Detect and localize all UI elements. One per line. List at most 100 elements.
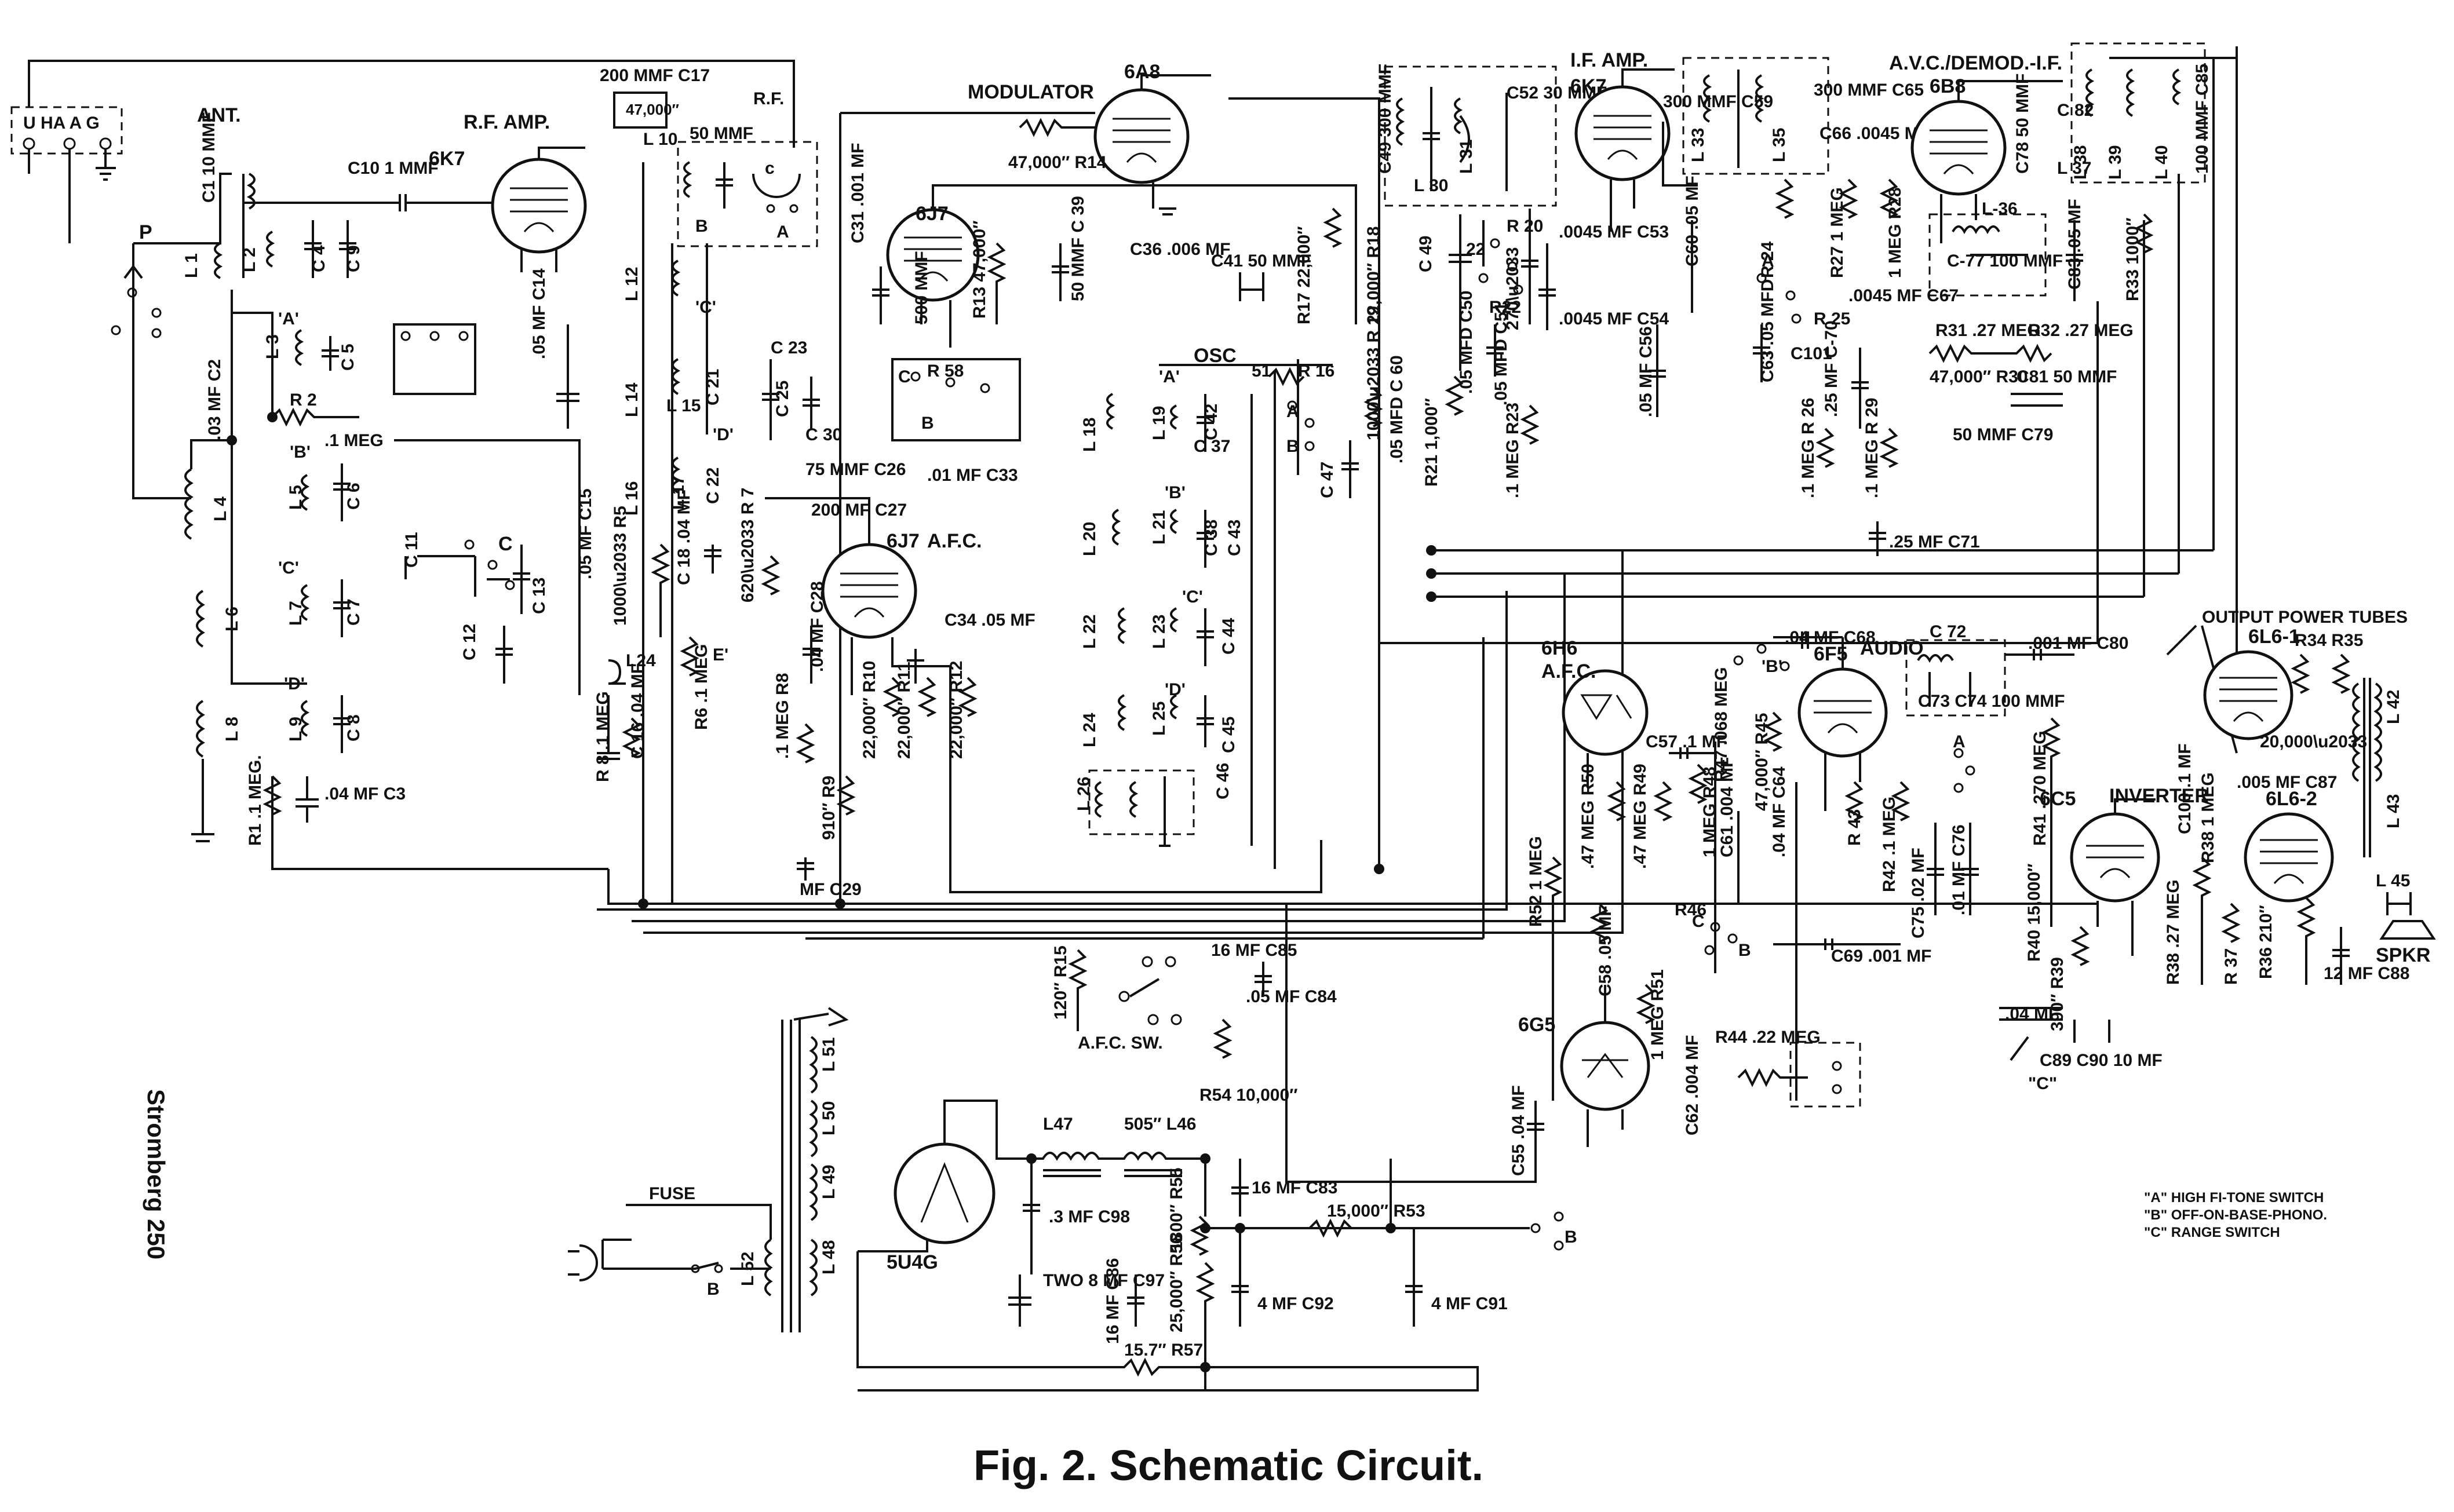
svg-text:R 8 .1 MEG: R 8 .1 MEG: [593, 691, 612, 782]
svg-text:C 42: C 42: [1202, 404, 1221, 440]
c81-label: C81 50 MMF: [2017, 367, 2117, 386]
svg-text:C 4: C 4: [309, 245, 329, 272]
r9-label: 910″ R9: [819, 776, 838, 840]
c78-label: C78 50 MMF: [2013, 74, 2032, 174]
svg-text:R 25: R 25: [1814, 309, 1850, 328]
r18-label: 22,000″ R18: [1364, 227, 1383, 325]
r42-label: R42 .1 MEG: [1880, 797, 1899, 892]
svg-text:L 38: L 38: [2071, 145, 2090, 180]
svg-text:"C": "C": [2028, 1074, 2057, 1093]
r49-label: .47 MEG R49: [1631, 764, 1650, 869]
r45-label: 47,000″ R45: [1752, 713, 1771, 812]
c3-label: .04 MF C3: [324, 784, 406, 804]
r13-label: R13 47,000″: [970, 221, 989, 319]
svg-text:C101: C101: [1791, 344, 1832, 363]
svg-text:C 21: C 21: [703, 369, 723, 406]
c14-label: .05 MF C14: [530, 268, 549, 359]
svg-text:C: C: [498, 533, 513, 555]
osc-coil-bank: OSC 'A' L 19 C 42 C 37 L 18 'B' L 20 L 2…: [1074, 306, 1406, 869]
avc-label: A.V.C./DEMOD.-I.F.: [1889, 52, 2062, 74]
c79-label: 50 MMF C79: [1953, 425, 2053, 444]
svg-text:270\u2033: 270\u2033: [1503, 247, 1522, 330]
r10-label: 22,000″ R10: [860, 661, 879, 759]
svg-text:L 26: L 26: [1074, 777, 1093, 812]
svg-text:L 33: L 33: [1689, 128, 1708, 163]
svg-text:C 6: C 6: [344, 483, 363, 510]
c73-label: C73 C74 100 MMF: [1918, 692, 2065, 711]
l46-label: 505″ L46: [1124, 1115, 1196, 1134]
r17-label: R17 22,000″: [1295, 227, 1314, 325]
afc-switch-section: 120″ R15 A.F.C. SW. 16 MF C85 .05 MF C84…: [1051, 904, 1337, 1183]
ant-label: ANT.: [197, 104, 241, 126]
svg-text:C 46: C 46: [1213, 763, 1233, 799]
out1-type: 6L6-1: [2248, 626, 2300, 648]
svg-text:L 6: L 6: [223, 607, 242, 631]
c75-label: C75 .02 MF: [1909, 848, 1928, 938]
svg-text:'C': 'C': [695, 298, 716, 317]
svg-text:B: B: [1738, 941, 1751, 960]
c98-label: .3 MF C98: [1049, 1207, 1130, 1226]
r40-label: R40 15,000″: [2025, 864, 2044, 962]
r53-label: 15,000″ R53: [1327, 1201, 1425, 1221]
svg-text:L 19: L 19: [1150, 406, 1169, 441]
svg-text:L 43: L 43: [2384, 794, 2403, 829]
svg-text:50 MMF: 50 MMF: [690, 124, 753, 143]
c29-label: MF C29: [800, 880, 862, 899]
c41-label: C41 50 MMF: [1211, 251, 1311, 271]
svg-text:'D': 'D': [713, 425, 734, 444]
c66-label: C66 .0045 MF: [1819, 124, 1930, 143]
side-label: Stromberg 250: [143, 1089, 170, 1259]
tube-rf-amp: R.F. AMP. 6K7: [429, 111, 587, 272]
legend-c: "C" RANGE SWITCH: [2144, 1225, 2280, 1240]
svg-text:R46: R46: [1675, 900, 1707, 919]
svg-text:P: P: [139, 221, 152, 243]
r50-label: .47 MEG R50: [1578, 764, 1598, 869]
svg-text:R 43: R 43: [1845, 809, 1864, 846]
svg-text:L 25: L 25: [1150, 702, 1169, 736]
svg-text:C: C: [1692, 912, 1705, 931]
svg-text:C 13: C 13: [530, 578, 549, 614]
legend-a: "A" HIGH FI-TONE SWITCH: [2144, 1190, 2324, 1206]
svg-text:R22: R22: [1489, 298, 1521, 317]
svg-text:L 45: L 45: [2376, 871, 2411, 890]
modulator-label: MODULATOR: [968, 81, 1094, 103]
antenna-terminal-block: U HA A G: [10, 106, 123, 243]
c83-label: C83 .05 MF: [2065, 199, 2084, 290]
svg-text:C 22: C 22: [703, 468, 723, 504]
svg-text:'B': 'B': [1165, 483, 1186, 502]
r15-label: 120″ R15: [1051, 945, 1070, 1020]
r34-label: R34 R35: [2295, 631, 2363, 650]
afc2-type: 6H6: [1541, 637, 1577, 659]
svg-text:.1 MEG R 26: .1 MEG R 26: [1799, 398, 1818, 498]
svg-text:C 9: C 9: [344, 245, 363, 272]
tube-modulator: 6A8 MODULATOR 47,000″ R14: [839, 61, 1380, 904]
afc2-audio-section: 6H6 A.F.C. .47 MEG R50 .47 MEG R49 C57 .…: [1526, 622, 2128, 1135]
c59-label: 300 MMF C59: [1663, 92, 1773, 111]
svg-text:C 82: C 82: [2057, 101, 2094, 120]
svg-text:L 8: L 8: [223, 717, 242, 742]
svg-text:'A': 'A': [1159, 367, 1180, 386]
c62-label: C62 .004 MF: [1683, 1035, 1702, 1135]
svg-text:L 35: L 35: [1770, 128, 1789, 163]
svg-text:B: B: [707, 1280, 720, 1299]
svg-text:C 49: C 49: [1416, 236, 1435, 272]
rf-label: R.F.: [753, 89, 784, 108]
power-supply: L 51 L 50 L 49 L 48 L 52 FUSE B 5U4G L47…: [568, 1007, 1577, 1392]
c61-label: C61 .004 MF: [1718, 757, 1737, 857]
svg-text:.0045 MF C67: .0045 MF C67: [1848, 286, 1959, 305]
c69-label: C69 .001 MF: [1831, 947, 1931, 966]
svg-text:1000\u2033 R5: 1000\u2033 R5: [611, 506, 630, 626]
afc-type: 6J7: [887, 530, 920, 552]
svg-text:L 18: L 18: [1080, 418, 1099, 452]
svg-text:A: A: [1762, 251, 1774, 271]
rf-coil-bank: 200 MMF C17 R.F. 47,000″ 50 MMF B c A L …: [593, 66, 818, 904]
svg-text:L 23: L 23: [1150, 615, 1169, 649]
c92-label: 4 MF C92: [1257, 1294, 1334, 1313]
c85-label: 100 MMF C85: [2193, 64, 2212, 174]
c58-label: C58 .05 MF: [1596, 905, 1615, 996]
r1-label: R1 .1 MEG.: [246, 755, 265, 846]
r27-label: R27 1 MEG: [1828, 187, 1847, 278]
r23-label: .1 MEG R23: [1503, 403, 1522, 498]
svg-text:L-36: L-36: [1982, 199, 2018, 218]
svg-text:.1 MEG R 29: .1 MEG R 29: [1862, 398, 1881, 498]
